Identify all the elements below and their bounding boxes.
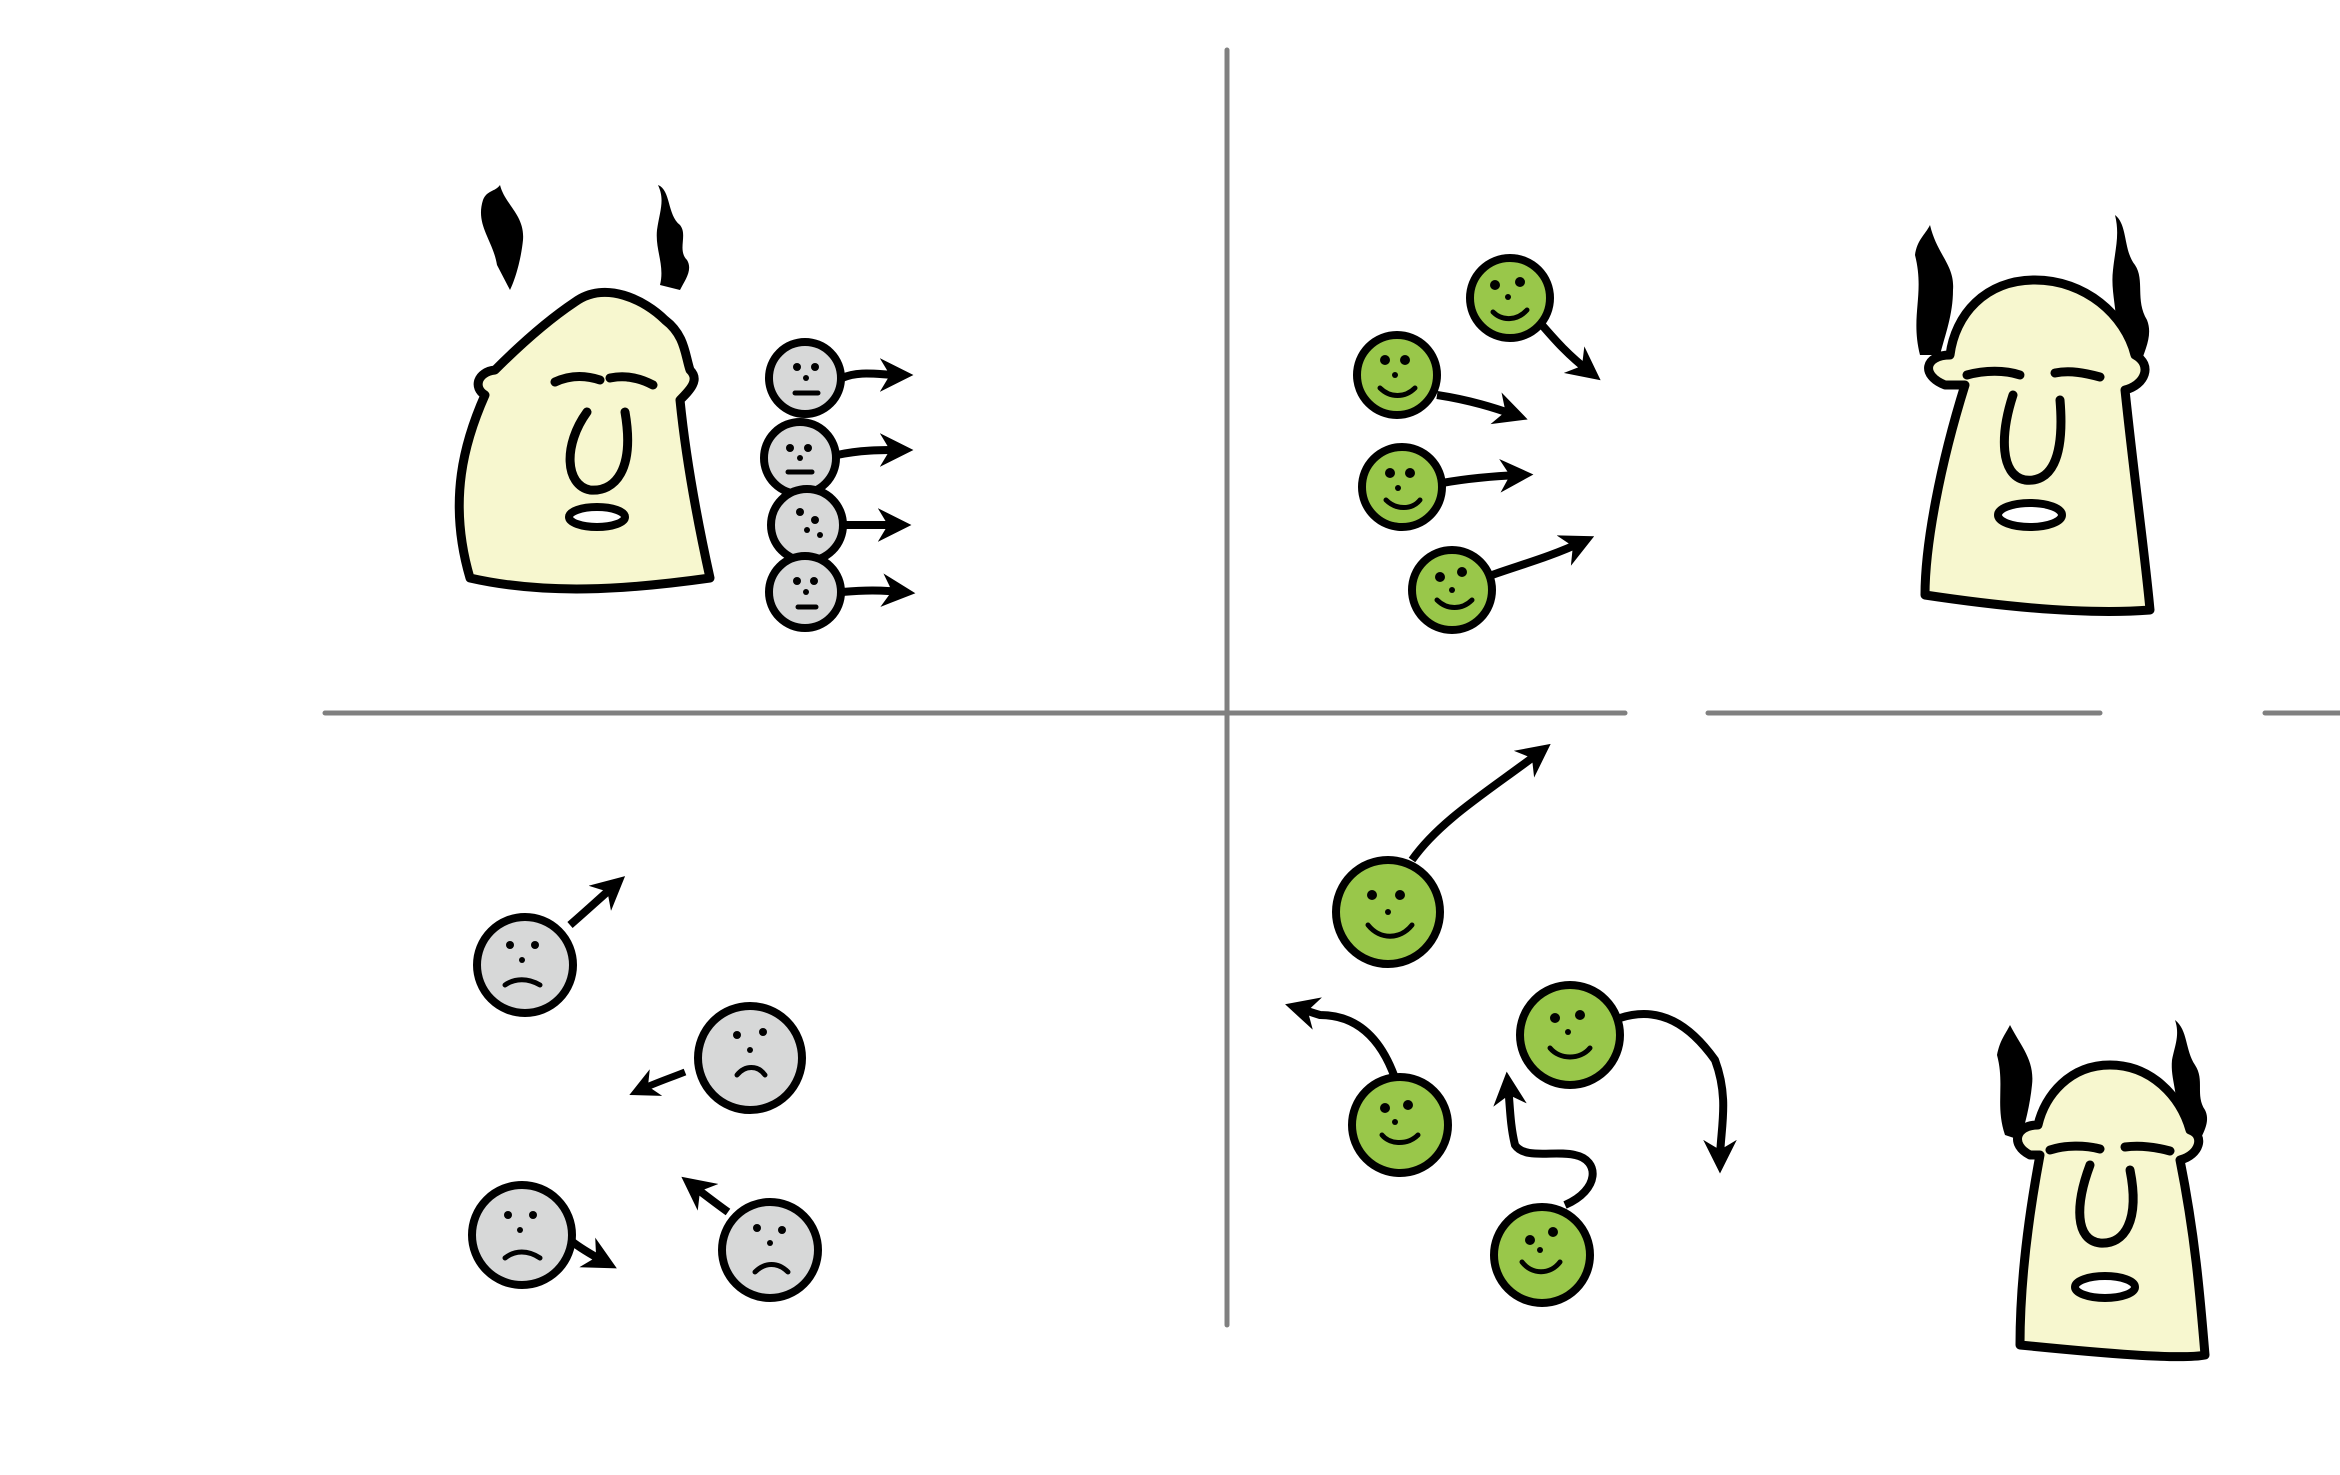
axes <box>322 47 2340 1328</box>
arrow-up-left <box>681 1176 731 1216</box>
arrow-up-right <box>1408 743 1551 863</box>
gray-sad-face-icon <box>694 1002 806 1114</box>
green-smiling-face-icon <box>1358 443 1446 531</box>
arrow-up-right <box>1490 535 1595 579</box>
green-smiling-face-icon <box>1353 331 1441 419</box>
green-smiling-face-icon <box>1490 1203 1594 1307</box>
arrow-right <box>841 573 916 607</box>
gray-sad-face-icon <box>718 1198 822 1302</box>
calm-head-icon <box>1997 1020 2210 1362</box>
arrow-right <box>836 433 914 467</box>
green-smiling-faces-group-scattered <box>1285 743 1737 1307</box>
arrow-up-left <box>1285 997 1399 1080</box>
green-smiling-face-icon <box>1332 856 1444 968</box>
gray-neutral-face-icon <box>765 338 845 418</box>
arrow-down-right <box>567 1236 617 1269</box>
frowning-head-icon <box>454 185 715 594</box>
green-smiling-face-icon <box>1516 981 1624 1089</box>
arrow-right <box>1441 459 1534 493</box>
green-smiling-faces-group-aligned <box>1353 254 1601 634</box>
arrow-up-right <box>567 876 626 929</box>
gray-sad-face-icon <box>473 913 577 1017</box>
gray-neutral-face-icon <box>767 485 847 565</box>
green-smiling-face-icon <box>1408 546 1496 634</box>
green-smiling-face-icon <box>1466 254 1554 342</box>
gray-neutral-face-icon <box>760 418 840 498</box>
green-smiling-face-icon <box>1348 1073 1452 1177</box>
gray-neutral-faces-group <box>760 338 916 632</box>
arrow-down-right <box>1538 322 1601 381</box>
arrow-down-right <box>1618 1010 1737 1174</box>
arrow-left <box>629 1068 687 1096</box>
arrow-up <box>1493 1071 1597 1209</box>
arrow-right <box>840 358 914 392</box>
neutral-head-icon <box>1915 215 2155 617</box>
gray-sad-faces-group-scattered <box>468 876 822 1302</box>
gray-sad-face-icon <box>468 1181 576 1289</box>
arrow-right <box>1436 391 1528 425</box>
gray-neutral-face-icon <box>765 552 845 632</box>
